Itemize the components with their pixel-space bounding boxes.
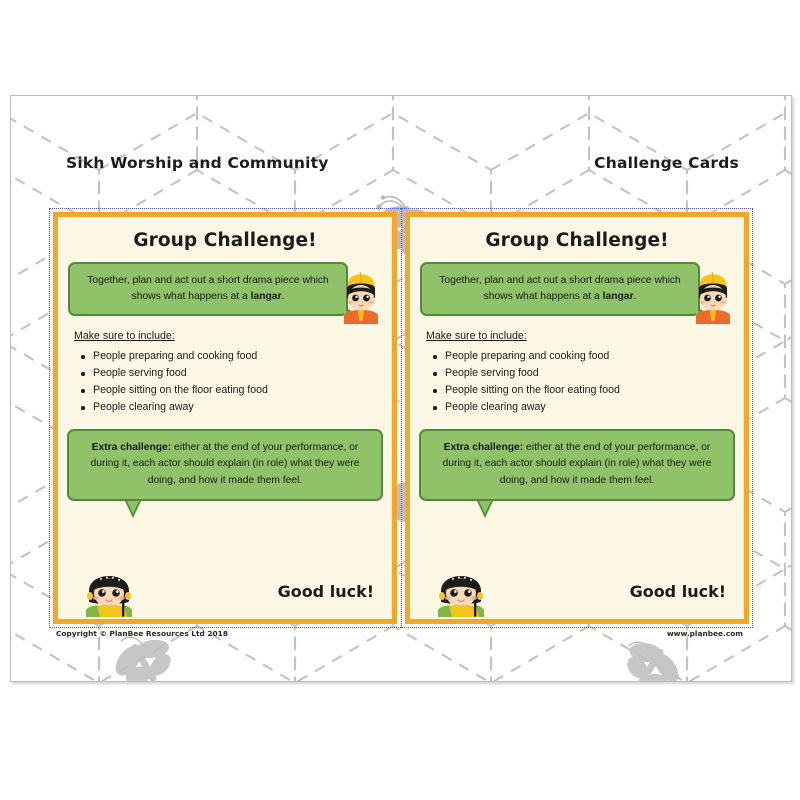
cut-guide-center <box>401 208 402 628</box>
card-bottom-row: Good luck! <box>58 559 392 617</box>
sikh-boy-avatar-icon <box>344 271 378 324</box>
speech-bubble-tail-icon <box>125 501 141 518</box>
list-item: People serving food <box>433 366 744 382</box>
extra-challenge-wrap: Extra challenge: either at the end of yo… <box>419 428 735 518</box>
bubble-text-after: . <box>633 291 637 302</box>
sikh-girl-avatar-icon <box>86 576 132 617</box>
challenge-card-right[interactable]: Group Challenge! Together, plan and act … <box>405 212 749 624</box>
good-luck-text: Good luck! <box>277 582 374 601</box>
list-item: People clearing away <box>81 400 392 416</box>
good-luck-text: Good luck! <box>629 582 726 601</box>
card-bottom-row: Good luck! <box>410 559 744 617</box>
instruction-speech-bubble: Together, plan and act out a short drama… <box>68 262 359 322</box>
include-section: Make sure to include: People preparing a… <box>74 330 392 416</box>
speech-bubble-tail-icon <box>477 501 493 518</box>
list-item: People sitting on the floor eating food <box>81 383 392 399</box>
page-header: Sikh Worship and Community Challenge Car… <box>11 154 791 180</box>
extra-challenge-bubble: Extra challenge: either at the end of yo… <box>419 428 735 501</box>
sikh-boy-avatar-icon <box>696 271 730 324</box>
list-item: People sitting on the floor eating food <box>433 383 744 399</box>
list-item: People preparing and cooking food <box>433 349 744 365</box>
challenge-cards-container: Group Challenge! Together, plan and act … <box>53 212 749 624</box>
include-list: People preparing and cooking food People… <box>74 349 392 416</box>
extra-challenge-text: either at the end of your performance, o… <box>90 441 360 486</box>
worksheet-page: Sikh Worship and Community Challenge Car… <box>10 95 792 682</box>
instruction-speech-bubble: Together, plan and act out a short drama… <box>420 262 711 322</box>
list-item: People clearing away <box>433 400 744 416</box>
include-list: People preparing and cooking food People… <box>426 349 744 416</box>
challenge-card-left[interactable]: Group Challenge! Together, plan and act … <box>53 212 397 624</box>
include-heading: Make sure to include: <box>426 330 527 342</box>
extra-challenge-bubble: Extra challenge: either at the end of yo… <box>67 428 383 501</box>
extra-challenge-text: either at the end of your performance, o… <box>442 441 712 486</box>
extra-challenge-wrap: Extra challenge: either at the end of yo… <box>67 428 383 518</box>
include-heading: Make sure to include: <box>74 330 175 342</box>
bubble-text-before: Together, plan and act out a short drama… <box>87 275 329 302</box>
extra-challenge-label: Extra challenge: <box>91 441 172 453</box>
header-title-right: Challenge Cards <box>594 154 739 172</box>
copyright-text: Copyright © PlanBee Resources Ltd 2018 <box>56 629 228 638</box>
bubble-row: Together, plan and act out a short drama… <box>68 262 382 324</box>
card-title: Group Challenge! <box>133 230 317 251</box>
bubble-text-bold: langar <box>250 291 282 302</box>
page-footer: Copyright © PlanBee Resources Ltd 2018 w… <box>11 629 791 645</box>
sikh-girl-avatar-icon <box>438 576 484 617</box>
header-title-left: Sikh Worship and Community <box>66 154 329 172</box>
card-title: Group Challenge! <box>485 230 669 251</box>
website-url[interactable]: www.planbee.com <box>666 629 743 638</box>
bubble-text-before: Together, plan and act out a short drama… <box>439 275 681 302</box>
include-section: Make sure to include: People preparing a… <box>426 330 744 416</box>
extra-challenge-label: Extra challenge: <box>443 441 524 453</box>
bubble-text-bold: langar <box>602 291 634 302</box>
bubble-row: Together, plan and act out a short drama… <box>420 262 734 324</box>
bubble-text-after: . <box>281 291 285 302</box>
list-item: People preparing and cooking food <box>81 349 392 365</box>
list-item: People serving food <box>81 366 392 382</box>
